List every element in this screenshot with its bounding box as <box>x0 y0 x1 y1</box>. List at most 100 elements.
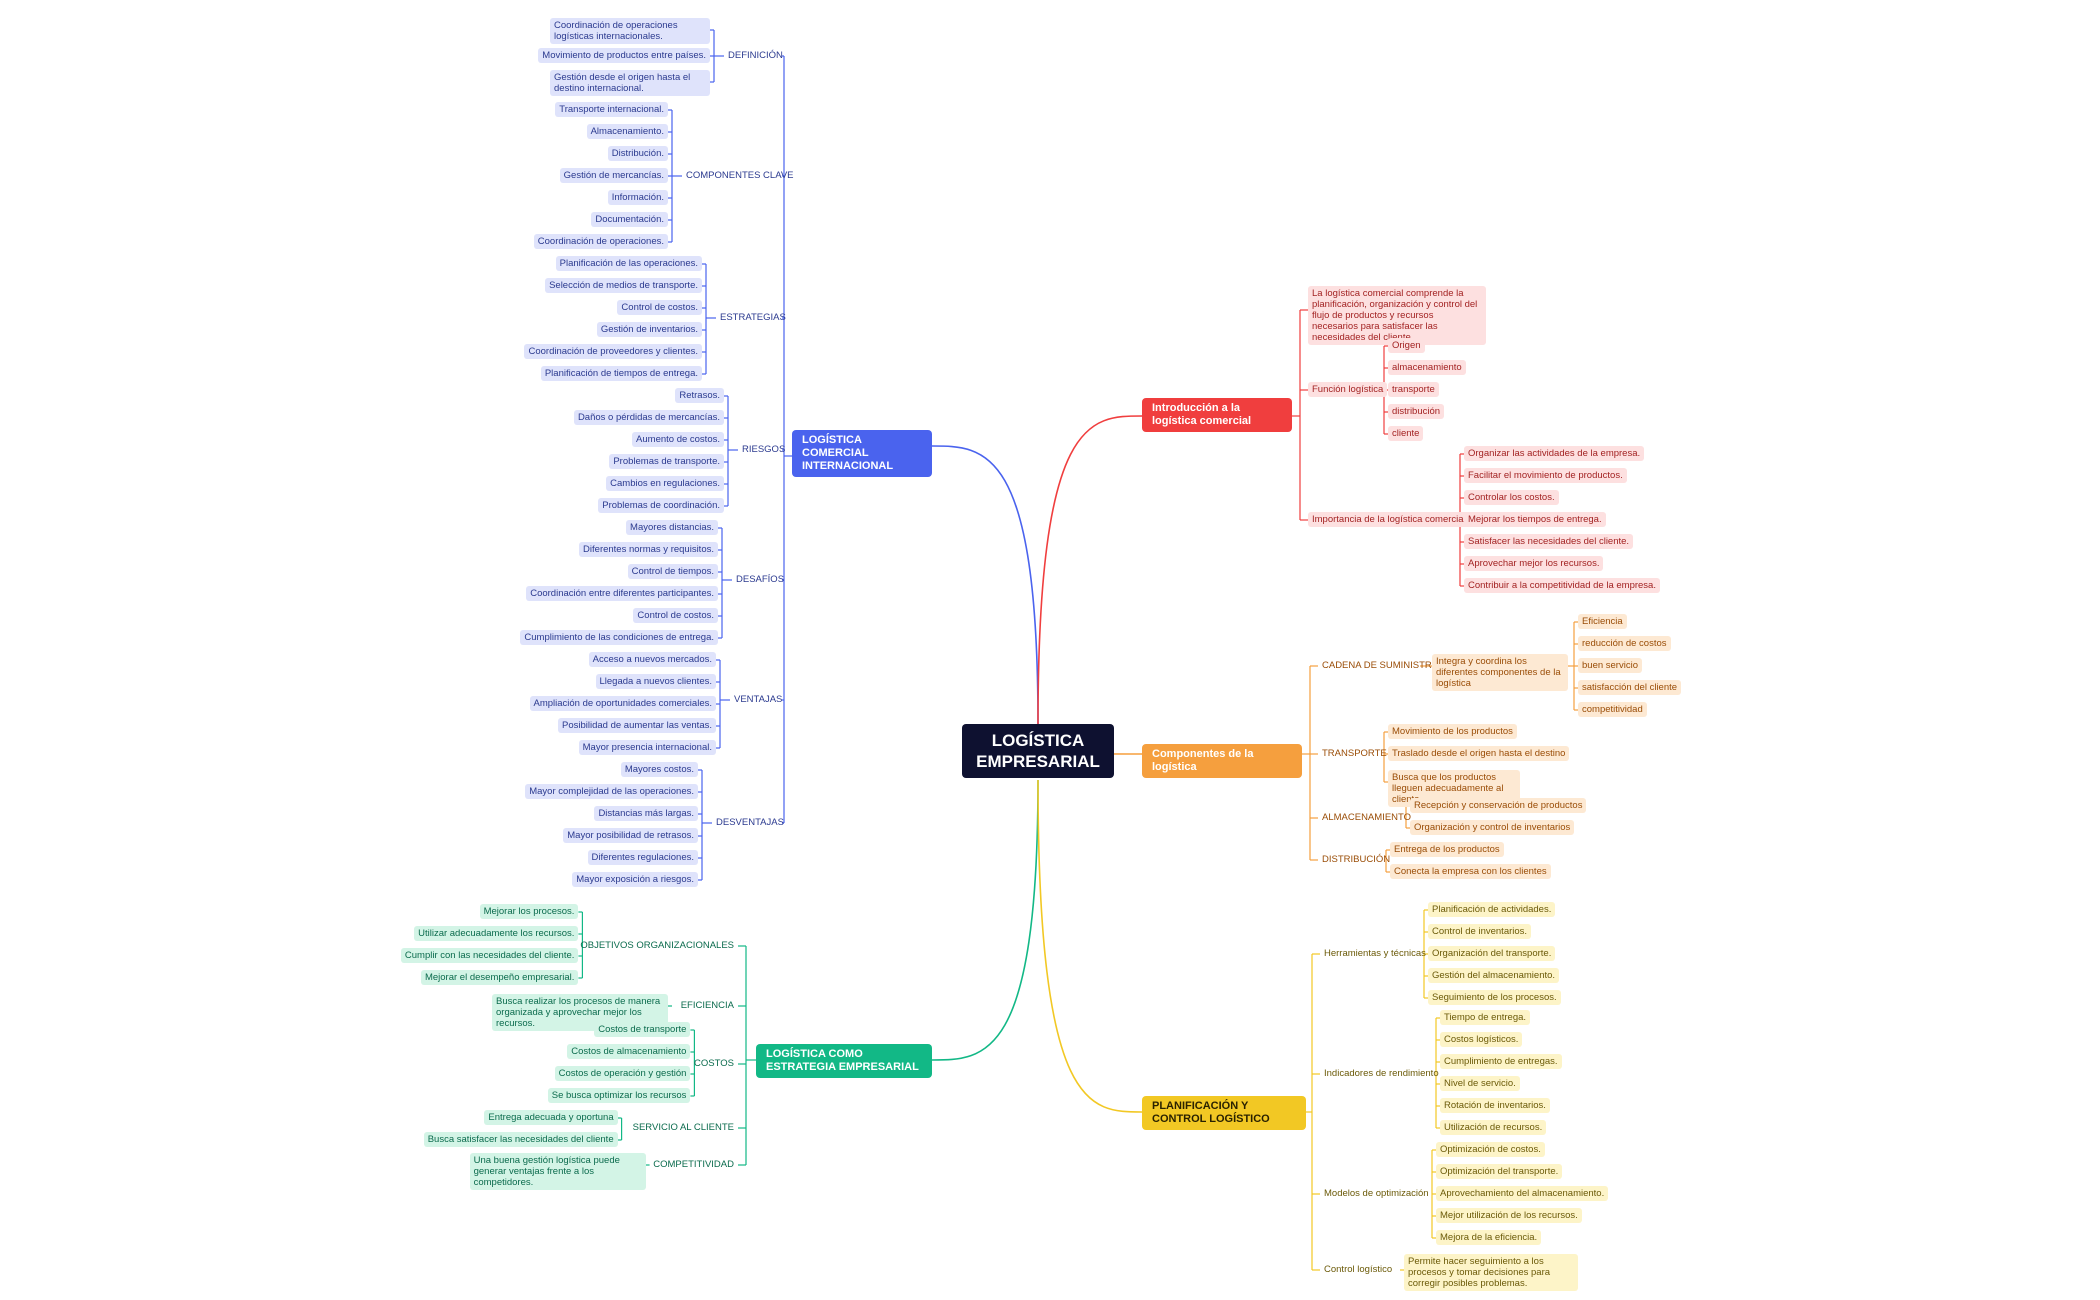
leaf-organizacion-del-transporte[interactable]: Organización del transporte. <box>1428 946 1556 961</box>
leaf-llegada-a-nuevos-clientes[interactable]: Llegada a nuevos clientes. <box>595 674 716 689</box>
leaf-se-busca-optimizar-los-recursos[interactable]: Se busca optimizar los recursos <box>547 1088 691 1103</box>
leaf-mejorar-los-procesos[interactable]: Mejorar los procesos. <box>479 904 579 919</box>
subtopic-modelos-de-optimizacion[interactable]: Modelos de optimización <box>1324 1188 1429 1199</box>
leaf-transporte-internacional[interactable]: Transporte internacional. <box>555 102 668 117</box>
leaf-cliente[interactable]: cliente <box>1388 426 1424 441</box>
leaf-aprovechamiento-del-almacenamiento[interactable]: Aprovechamiento del almacenamiento. <box>1436 1186 1609 1201</box>
leaf-cumplir-con-las-necesidades-del-cliente[interactable]: Cumplir con las necesidades del cliente. <box>400 948 579 963</box>
leaf-tiempo-de-entrega[interactable]: Tiempo de entrega. <box>1440 1010 1531 1025</box>
leaf-nivel-de-servicio[interactable]: Nivel de servicio. <box>1440 1076 1520 1091</box>
subtopic-cadena-de-suministro[interactable]: CADENA DE SUMINISTRO <box>1322 660 1440 671</box>
leaf-gestion-del-almacenamiento[interactable]: Gestión del almacenamiento. <box>1428 968 1560 983</box>
subtopic-costos[interactable]: COSTOS <box>694 1058 734 1069</box>
leaf-planificacion-de-tiempos-de-entrega[interactable]: Planificación de tiempos de entrega. <box>540 366 702 381</box>
leaf-integra-y-coordina[interactable]: Integra y coordina los diferentes compon… <box>1432 654 1568 691</box>
leaf-organizacion-y-control-de-inventarios[interactable]: Organización y control de inventarios <box>1410 820 1575 835</box>
leaf-mayores-distancias[interactable]: Mayores distancias. <box>626 520 718 535</box>
leaf-coordinacion-de-operaciones[interactable]: Coordinación de operaciones. <box>533 234 668 249</box>
subtopic-servicio-al-cliente[interactable]: SERVICIO AL CLIENTE <box>632 1122 734 1133</box>
leaf-almacenamiento[interactable]: Almacenamiento. <box>586 124 668 139</box>
leaf-danos-o-perdidas-de-mercancias[interactable]: Daños o pérdidas de mercancías. <box>573 410 724 425</box>
leaf-seguimiento-de-los-procesos[interactable]: Seguimiento de los procesos. <box>1428 990 1561 1005</box>
leaf-planificacion-de-actividades[interactable]: Planificación de actividades. <box>1428 902 1556 917</box>
leaf-mejor-utilizacion-de-los-recursos[interactable]: Mejor utilización de los recursos. <box>1436 1208 1582 1223</box>
leaf-busca-realizar-los-procesos-de-manera-or[interactable]: Busca realizar los procesos de manera or… <box>492 994 668 1031</box>
leaf-problemas-de-coordinacion[interactable]: Problemas de coordinación. <box>598 498 724 513</box>
leaf-utilizar-adecuadamente-los-recursos[interactable]: Utilizar adecuadamente los recursos. <box>414 926 579 941</box>
leaf-distancias-mas-largas[interactable]: Distancias más largas. <box>594 806 698 821</box>
subtopic-indicadores-de-rendimiento[interactable]: Indicadores de rendimiento <box>1324 1068 1439 1079</box>
leaf-acceso-a-nuevos-mercados[interactable]: Acceso a nuevos mercados. <box>588 652 716 667</box>
leaf-mayor-presencia-internacional[interactable]: Mayor presencia internacional. <box>578 740 716 755</box>
leaf-mejorar-los-tiempos-de-entrega[interactable]: Mejorar los tiempos de entrega. <box>1464 512 1606 527</box>
leaf-gestion-de-inventarios[interactable]: Gestión de inventarios. <box>596 322 702 337</box>
leaf-costos-de-operacion-y-gestion[interactable]: Costos de operación y gestión <box>554 1066 691 1081</box>
leaf-organizar-las-actividades-de-la-empresa[interactable]: Organizar las actividades de la empresa. <box>1464 446 1645 461</box>
leaf-coordinacion-de-proveedores-y-clientes[interactable]: Coordinación de proveedores y clientes. <box>524 344 702 359</box>
leaf-cumplimiento-de-las-condiciones-de-entre[interactable]: Cumplimiento de las condiciones de entre… <box>520 630 718 645</box>
leaf-rotacion-de-inventarios[interactable]: Rotación de inventarios. <box>1440 1098 1550 1113</box>
leaf-informacion[interactable]: Información. <box>607 190 668 205</box>
leaf-almacenamiento[interactable]: almacenamiento <box>1388 360 1466 375</box>
leaf-costos-de-transporte[interactable]: Costos de transporte <box>594 1022 691 1037</box>
leaf-gestion-de-mercancias[interactable]: Gestión de mercancías. <box>559 168 668 183</box>
leaf-una-buena-gestion-logistica-puede-genera[interactable]: Una buena gestión logística puede genera… <box>469 1153 646 1190</box>
leaf-posibilidad-de-aumentar-las-ventas[interactable]: Posibilidad de aumentar las ventas. <box>558 718 716 733</box>
root-node[interactable]: LOGÍSTICA EMPRESARIAL <box>962 724 1114 778</box>
leaf-distribucion[interactable]: distribución <box>1388 404 1445 419</box>
leaf-permite-hacer-seguimiento-a-los-procesos[interactable]: Permite hacer seguimiento a los procesos… <box>1404 1254 1578 1291</box>
leaf-coordinacion-de-operaciones-logisticas-i[interactable]: Coordinación de operaciones logísticas i… <box>550 18 710 44</box>
leaf-ampliacion-de-oportunidades-comerciales[interactable]: Ampliación de oportunidades comerciales. <box>529 696 716 711</box>
leaf-aumento-de-costos[interactable]: Aumento de costos. <box>632 432 724 447</box>
leaf-movimiento-de-productos-entre-paises[interactable]: Movimiento de productos entre países. <box>538 48 710 63</box>
subtopic-almacenamiento[interactable]: ALMACENAMIENTO <box>1322 812 1412 823</box>
leaf-diferentes-regulaciones[interactable]: Diferentes regulaciones. <box>587 850 698 865</box>
leaf-documentacion[interactable]: Documentación. <box>591 212 668 227</box>
leaf-movimiento-de-los-productos[interactable]: Movimiento de los productos <box>1388 724 1517 739</box>
subtopic-componentes-clave[interactable]: COMPONENTES CLAVE <box>686 170 794 181</box>
leaf-optimizacion-de-costos[interactable]: Optimización de costos. <box>1436 1142 1545 1157</box>
leaf-satisfaccion-del-cliente[interactable]: satisfacción del cliente <box>1578 680 1682 695</box>
leaf-control-de-costos[interactable]: Control de costos. <box>617 300 702 315</box>
subtopic-herramientas-y-tecnicas[interactable]: Herramientas y técnicas <box>1324 948 1426 959</box>
leaf-facilitar-el-movimiento-de-productos[interactable]: Facilitar el movimiento de productos. <box>1464 468 1627 483</box>
subtopic-estrategias[interactable]: ESTRATEGIAS <box>720 312 786 323</box>
leaf-control-de-tiempos[interactable]: Control de tiempos. <box>627 564 718 579</box>
leaf-planificacion-de-las-operaciones[interactable]: Planificación de las operaciones. <box>555 256 702 271</box>
leaf-control-de-costos[interactable]: Control de costos. <box>633 608 718 623</box>
leaf-cambios-en-regulaciones[interactable]: Cambios en regulaciones. <box>606 476 724 491</box>
leaf-seleccion-de-medios-de-transporte[interactable]: Selección de medios de transporte. <box>545 278 702 293</box>
leaf-control-de-inventarios[interactable]: Control de inventarios. <box>1428 924 1532 939</box>
leaf-mayor-posibilidad-de-retrasos[interactable]: Mayor posibilidad de retrasos. <box>563 828 698 843</box>
leaf-recepcion-y-conservacion-de-productos[interactable]: Recepción y conservación de productos <box>1410 798 1587 813</box>
leaf-origen[interactable]: Origen <box>1388 338 1425 353</box>
branch-logistica-comercial-internacional[interactable]: LOGÍSTICA COMERCIAL INTERNACIONAL <box>792 430 932 477</box>
leaf-distribucion[interactable]: Distribución. <box>607 146 668 161</box>
subtopic-desafios[interactable]: DESAFÍOS <box>736 574 785 585</box>
leaf-mejorar-el-desempeno-empresarial[interactable]: Mejorar el desempeño empresarial. <box>420 970 579 985</box>
leaf-mayor-complejidad-de-las-operaciones[interactable]: Mayor complejidad de las operaciones. <box>525 784 698 799</box>
leaf-entrega-de-los-productos[interactable]: Entrega de los productos <box>1390 842 1504 857</box>
leaf-traslado-desde-el-origen-hasta-el-destin[interactable]: Traslado desde el origen hasta el destin… <box>1388 746 1570 761</box>
subtopic-funcion-logistica[interactable]: Función logística <box>1308 382 1388 397</box>
leaf-controlar-los-costos[interactable]: Controlar los costos. <box>1464 490 1559 505</box>
subtopic-desventajas[interactable]: DESVENTAJAS <box>716 817 784 828</box>
leaf-gestion-desde-el-origen-hasta-el-destino[interactable]: Gestión desde el origen hasta el destino… <box>550 70 710 96</box>
leaf-competitividad[interactable]: competitividad <box>1578 702 1647 717</box>
leaf-transporte[interactable]: transporte <box>1388 382 1439 397</box>
leaf-busca-satisfacer-las-necesidades-del-cli[interactable]: Busca satisfacer las necesidades del cli… <box>423 1132 618 1147</box>
leaf-mayor-exposicion-a-riesgos[interactable]: Mayor exposición a riesgos. <box>572 872 698 887</box>
leaf-diferentes-normas-y-requisitos[interactable]: Diferentes normas y requisitos. <box>579 542 718 557</box>
subtopic-competitividad[interactable]: COMPETITIVIDAD <box>653 1159 734 1170</box>
leaf-contribuir-a-la-competitividad-de-la-emp[interactable]: Contribuir a la competitividad de la emp… <box>1464 578 1660 593</box>
subtopic-riesgos[interactable]: RIESGOS <box>742 444 786 455</box>
subtopic-importancia-logistica[interactable]: Importancia de la logística comercial <box>1308 512 1470 527</box>
leaf-coordinacion-entre-diferentes-participan[interactable]: Coordinación entre diferentes participan… <box>526 586 718 601</box>
leaf-utilizacion-de-recursos[interactable]: Utilización de recursos. <box>1440 1120 1547 1135</box>
leaf-eficiencia[interactable]: Eficiencia <box>1578 614 1627 629</box>
leaf-cumplimiento-de-entregas[interactable]: Cumplimiento de entregas. <box>1440 1054 1562 1069</box>
leaf-mejora-de-la-eficiencia[interactable]: Mejora de la eficiencia. <box>1436 1230 1542 1245</box>
leaf-buen-servicio[interactable]: buen servicio <box>1578 658 1642 673</box>
subtopic-distribucion[interactable]: DISTRIBUCIÓN <box>1322 854 1391 865</box>
